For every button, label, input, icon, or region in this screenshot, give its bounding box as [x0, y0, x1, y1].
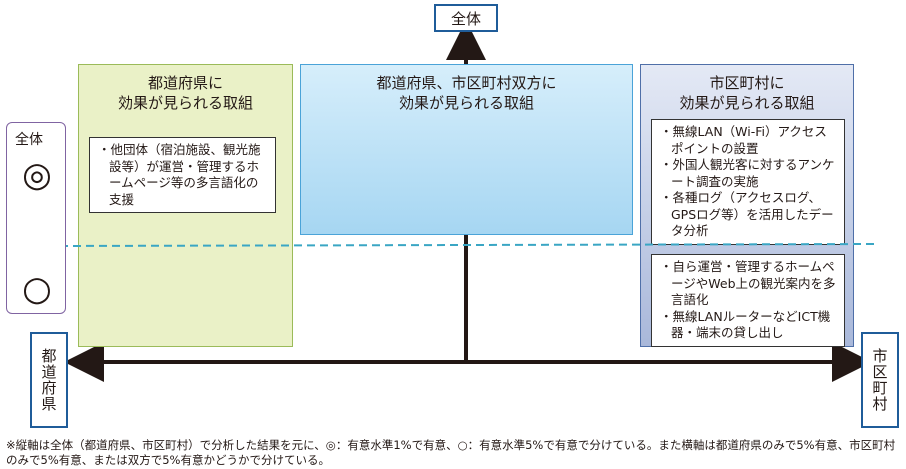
- axis-label-top: 全体: [434, 4, 498, 32]
- significance-legend: 全体 ◎ ○: [6, 122, 66, 314]
- prefecture-column: 都道府県に 効果が見られる取組 他団体（宿泊施設、観光施設等）が運営・管理するホ…: [78, 64, 293, 347]
- both-column-title: 都道府県、市区町村双方に 効果が見られる取組: [376, 74, 557, 112]
- prefecture-items-box: 他団体（宿泊施設、観光施設等）が運営・管理するホームページ等の多言語化の支援: [89, 137, 276, 213]
- municipality-high-item: 外国人観光客に対するアンケート調査の実施: [660, 157, 838, 190]
- municipality-high-item: 各種ログ（アクセスログ、GPSログ等）を活用したデータ分析: [660, 190, 838, 240]
- municipality-column-title: 市区町村に 効果が見られる取組: [679, 74, 815, 112]
- municipality-low-item: 自ら運営・管理するホームページやWeb上の観光案内を多言語化: [660, 259, 838, 309]
- legend-label: 全体: [15, 132, 43, 148]
- municipality-high-items-box: 無線LAN（Wi-Fi）アクセスポイントの設置 外国人観光客に対するアンケート調…: [651, 119, 845, 245]
- footnote: ※縦軸は全体（都道府県、市区町村）で分析した結果を元に、◎：有意水準1%で有意、…: [6, 438, 896, 467]
- axis-label-right: 市区町村: [861, 332, 899, 428]
- axis-label-left: 都道府県: [30, 332, 68, 428]
- municipality-low-items-box: 自ら運営・管理するホームページやWeb上の観光案内を多言語化 無線LANルーター…: [651, 254, 845, 347]
- prefecture-item: 他団体（宿泊施設、観光施設等）が運営・管理するホームページ等の多言語化の支援: [98, 142, 269, 208]
- circle-icon: ○: [22, 269, 52, 309]
- municipality-column: 市区町村に 効果が見られる取組 無線LAN（Wi-Fi）アクセスポイントの設置 …: [640, 64, 854, 347]
- prefecture-column-title: 都道府県に 効果が見られる取組: [117, 74, 253, 112]
- double-circle-icon: ◎: [22, 155, 52, 195]
- municipality-low-item: 無線LANルーターなどICT機器・端末の貸し出し: [660, 309, 838, 342]
- both-column: 都道府県、市区町村双方に 効果が見られる取組: [300, 64, 633, 235]
- municipality-high-item: 無線LAN（Wi-Fi）アクセスポイントの設置: [660, 124, 838, 157]
